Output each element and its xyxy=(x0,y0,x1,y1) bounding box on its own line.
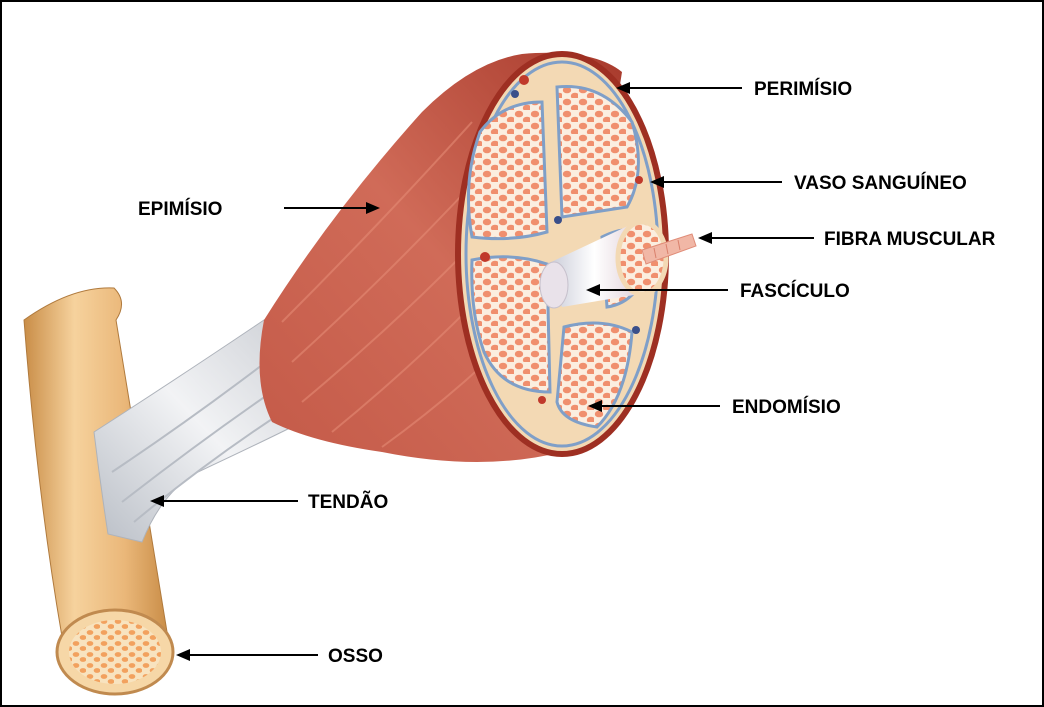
label-epimisio: EPIMÍSIO xyxy=(138,200,222,219)
label-endomisio: ENDOMÍSIO xyxy=(732,398,841,417)
label-fasciculo: FASCÍCULO xyxy=(740,282,850,301)
label-fibra-muscular: FIBRA MUSCULAR xyxy=(824,230,995,249)
label-tendao: TENDÃO xyxy=(308,493,388,512)
label-vaso-sanguineo: VASO SANGUÍNEO xyxy=(794,174,967,193)
label-perimisio: PERIMÍSIO xyxy=(754,80,852,99)
label-osso: OSSO xyxy=(328,647,383,666)
